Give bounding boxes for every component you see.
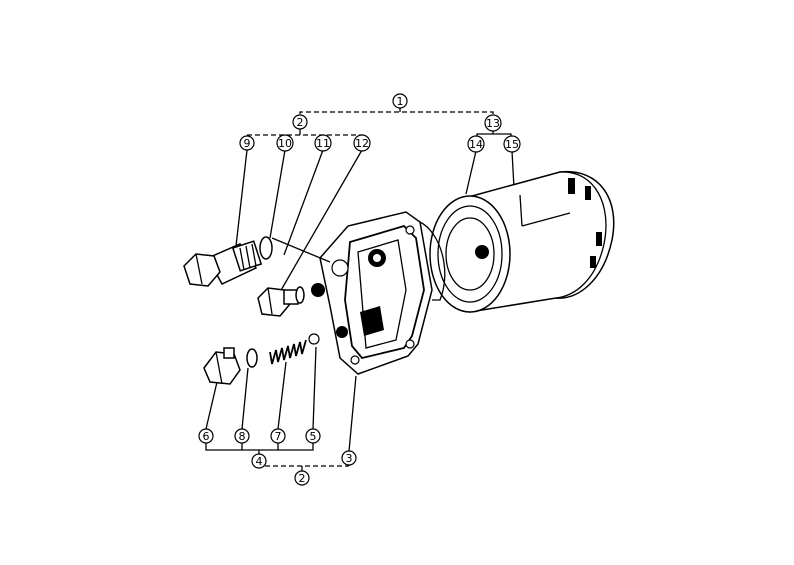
callout-8: 8: [234, 428, 250, 444]
callout-6: 6: [198, 428, 214, 444]
filter-thread-hole: [475, 245, 489, 259]
callout-label: 6: [203, 430, 210, 443]
bypass-port: [311, 283, 325, 297]
leader-lines: [205, 149, 515, 452]
callout-11: 11: [314, 134, 332, 152]
callout-label: 2: [297, 116, 304, 129]
callout-5: 5: [305, 428, 321, 444]
callout-1: 1: [392, 93, 408, 109]
callout-label: 10: [278, 137, 292, 150]
callout-label: 12: [355, 137, 369, 150]
callout-label: 7: [275, 430, 282, 443]
sealing-ring-8: [246, 348, 258, 368]
callout-label: 14: [469, 138, 483, 151]
callout-15: 15: [503, 135, 521, 153]
callout-7: 7: [270, 428, 286, 444]
callout-2-top: 2: [292, 114, 308, 130]
hollow-bolt-assembly: [183, 236, 331, 287]
oil-filter-canister: [429, 171, 615, 313]
callout-13: 13: [484, 114, 502, 132]
callout-label: 2: [299, 472, 306, 485]
callout-3: 3: [341, 450, 357, 466]
bracket-group-2-bottom: [258, 464, 350, 471]
callout-label: 4: [256, 455, 263, 468]
sealing-ring-11: [295, 286, 305, 304]
callout-9: 9: [239, 135, 255, 151]
relief-port: [336, 326, 348, 338]
bracket-group-1: [299, 108, 494, 122]
bracket-group-2-top: [246, 129, 363, 143]
callout-10: 10: [276, 134, 294, 152]
callout-12: 12: [353, 134, 371, 152]
callout-4: 4: [251, 453, 267, 469]
callout-label: 5: [310, 430, 317, 443]
callout-label: 3: [346, 452, 353, 465]
ball-5: [308, 333, 320, 345]
plug-assembly-upper: [257, 286, 305, 317]
callout-label: 9: [244, 137, 251, 150]
filter-head-housing: [311, 211, 446, 375]
sealing-ring-10: [259, 236, 273, 260]
plug-assembly-lower: [203, 333, 320, 385]
callout-label: 1: [397, 95, 404, 108]
callout-label: 13: [486, 117, 500, 130]
bracket-group-4: [205, 443, 314, 455]
callout-14: 14: [467, 135, 485, 153]
callout-label: 8: [239, 430, 246, 443]
callout-2-bottom: 2: [294, 470, 310, 486]
callout-label: 15: [505, 138, 519, 151]
callout-label: 11: [316, 137, 330, 150]
